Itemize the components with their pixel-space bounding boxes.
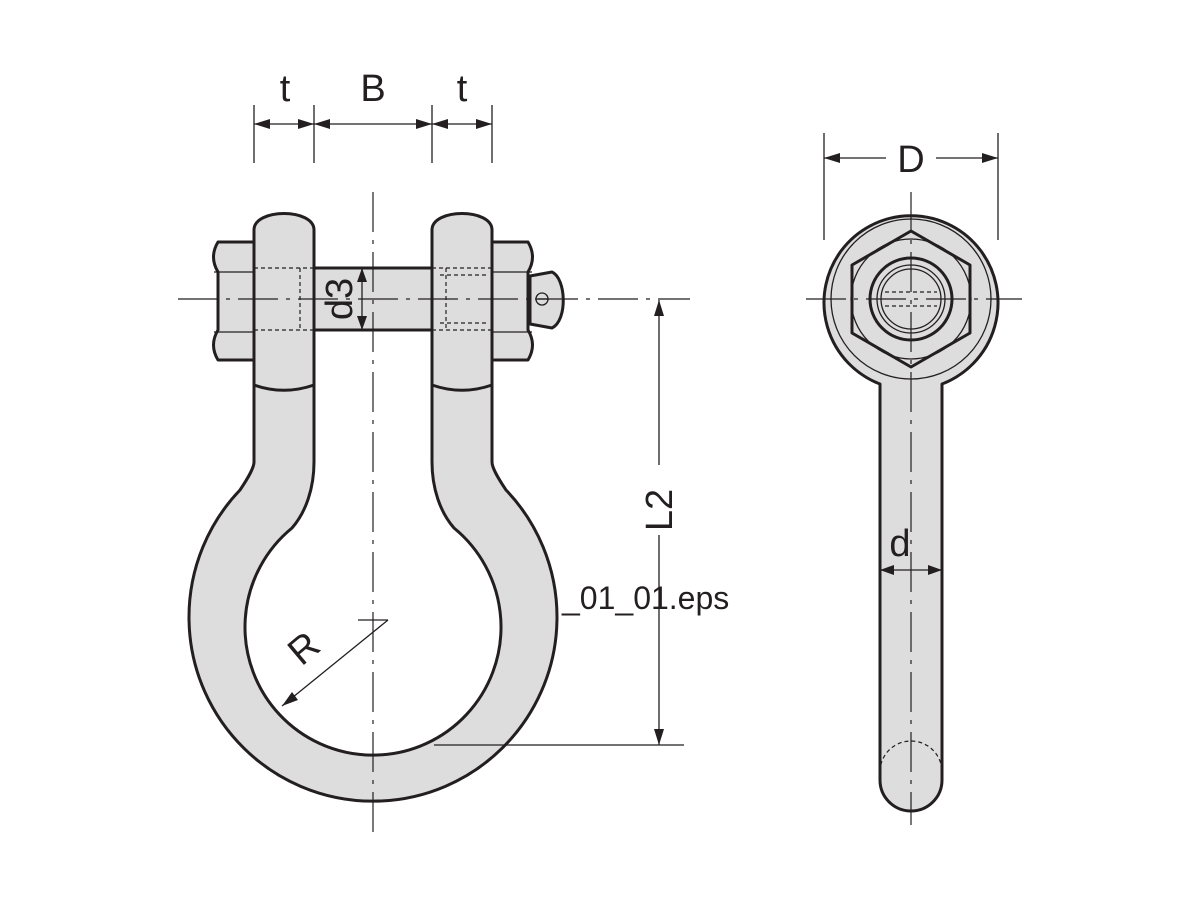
shackle-bow bbox=[187, 378, 559, 803]
right-eye bbox=[430, 212, 494, 392]
front-view: t B t d3 L2 R _01_01.eps bbox=[178, 68, 729, 835]
file-name-label: _01_01.eps bbox=[561, 580, 729, 616]
dim-label-L2: L2 bbox=[639, 489, 681, 531]
right-nut bbox=[488, 240, 534, 362]
dim-label-B: B bbox=[360, 68, 385, 110]
dim-label-d: d bbox=[889, 523, 910, 565]
dim-label-t-left: t bbox=[280, 68, 291, 110]
dim-label-R: R bbox=[280, 624, 328, 674]
dim-label-t-right: t bbox=[457, 68, 468, 110]
dim-label-D: D bbox=[897, 139, 924, 181]
side-view: D d bbox=[806, 133, 1022, 825]
pin-end bbox=[528, 270, 565, 330]
left-nut bbox=[212, 240, 258, 362]
dim-label-d3: d3 bbox=[319, 278, 361, 320]
left-eye bbox=[252, 212, 316, 392]
